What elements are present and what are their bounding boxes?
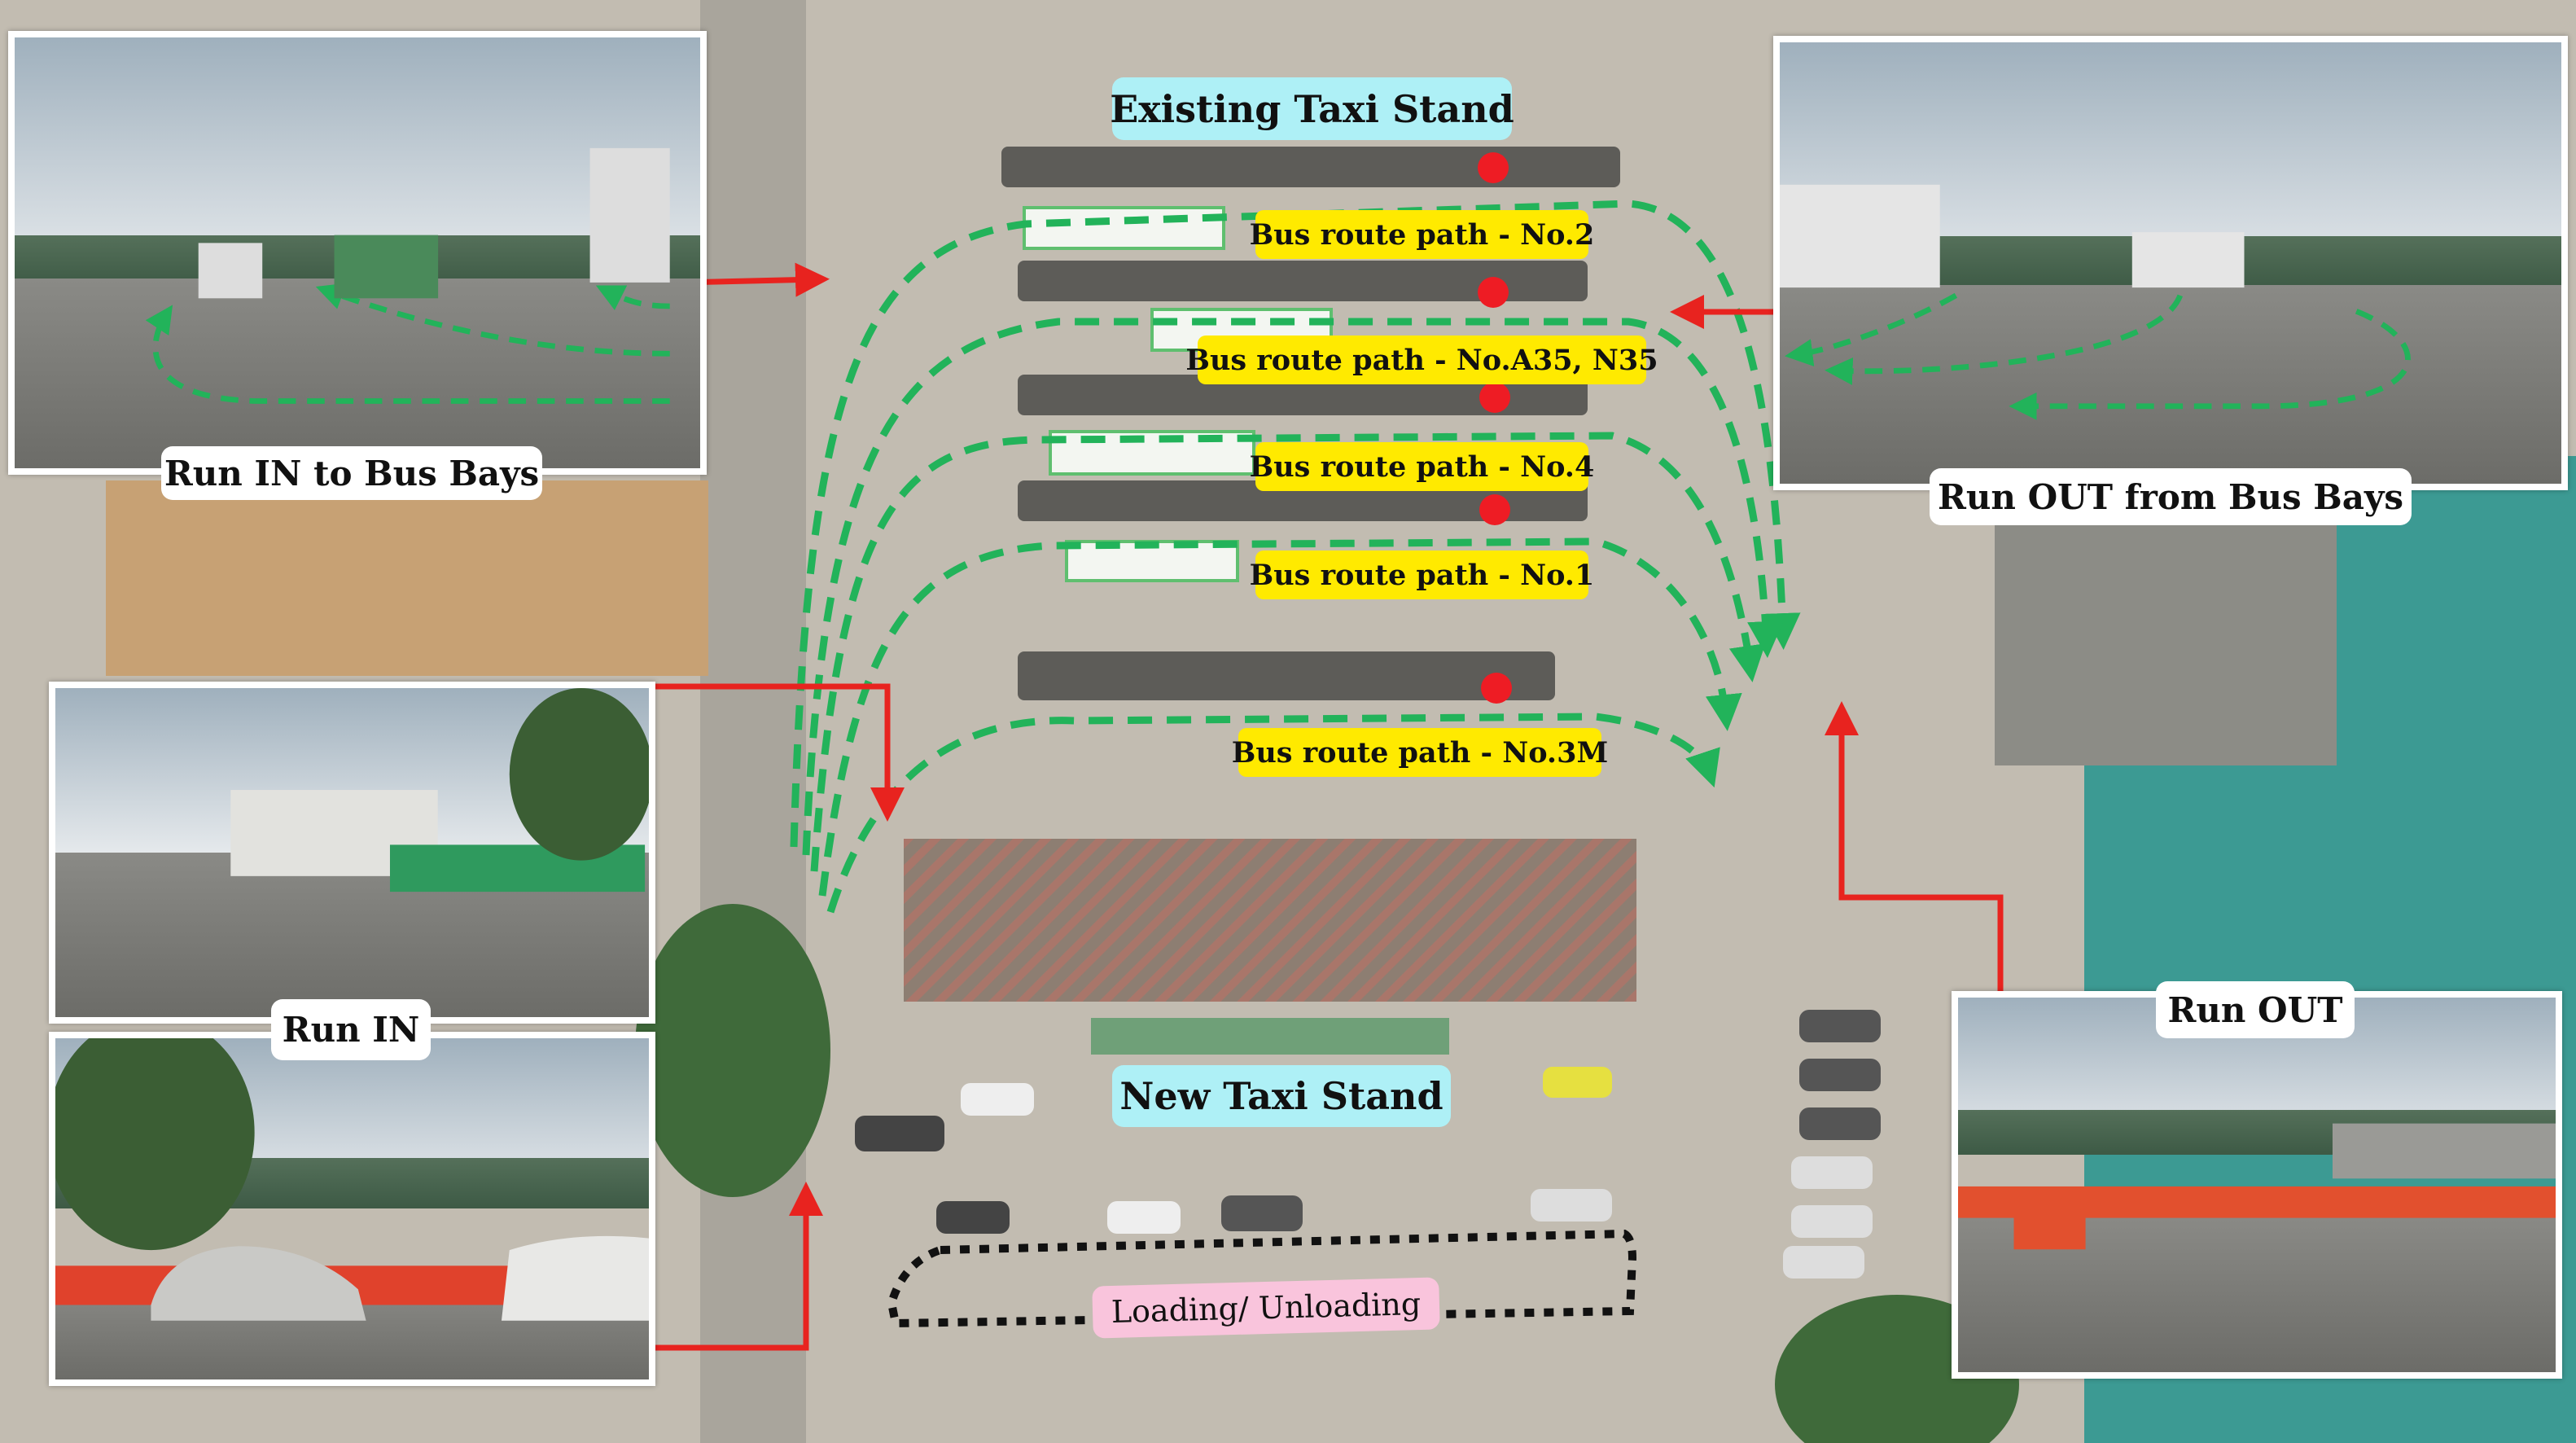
route-path-a35 — [802, 318, 1785, 856]
cars — [855, 1010, 1881, 1279]
arrow-run-in-lower — [655, 1182, 823, 1351]
construction-site — [106, 480, 708, 676]
label-route-no2: Bus route path - No.2 — [1250, 210, 1594, 259]
photo-run-out-from-bus-bays — [1773, 36, 2568, 490]
label-run-out: Run OUT — [2156, 981, 2355, 1038]
bus-bays — [1001, 147, 1620, 700]
bus-stop-markers — [1478, 152, 1512, 704]
label-route-a35-n35: Bus route path - No.A35, N35 — [1185, 336, 1658, 384]
stop-marker — [1481, 673, 1512, 704]
photo-run-in-to-bus-bays — [8, 31, 707, 475]
label-route-no3m: Bus route path - No.3M — [1232, 728, 1608, 777]
label-run-in: Run IN — [271, 999, 431, 1060]
label-run-in-to-bus-bays: Run IN to Bus Bays — [161, 446, 542, 500]
label-existing-taxi-stand: Existing Taxi Stand — [1110, 77, 1514, 140]
stop-marker — [1478, 152, 1509, 183]
stop-marker — [1479, 494, 1510, 525]
parking-area — [904, 839, 1636, 1002]
arrow-run-in-upper — [655, 683, 905, 822]
label-route-no1: Bus route path - No.1 — [1250, 550, 1594, 599]
trees — [635, 904, 830, 1197]
label-new-taxi-stand: New Taxi Stand — [1112, 1065, 1451, 1127]
stop-marker — [1478, 277, 1509, 308]
photo-run-in-lower — [49, 1032, 655, 1386]
pier — [1995, 521, 2337, 765]
bus-route-paths — [790, 200, 1801, 914]
label-run-out-from-bus-bays: Run OUT from Bus Bays — [1930, 468, 2412, 525]
loading-zone-outline — [887, 1229, 1637, 1328]
photo-run-in-upper — [49, 682, 655, 1024]
stop-marker — [1479, 382, 1510, 413]
shelter-roof — [1091, 1018, 1449, 1055]
route-path-no4 — [810, 432, 1766, 872]
route-path-no3m — [826, 713, 1720, 914]
label-loading-unloading: Loading/ Unloading — [1092, 1277, 1440, 1339]
route-path-no2 — [790, 200, 1801, 848]
photo-run-out — [1952, 991, 2562, 1379]
road — [700, 0, 806, 1443]
label-route-no4: Bus route path - No.4 — [1250, 442, 1594, 491]
route-path-no1 — [818, 537, 1742, 897]
